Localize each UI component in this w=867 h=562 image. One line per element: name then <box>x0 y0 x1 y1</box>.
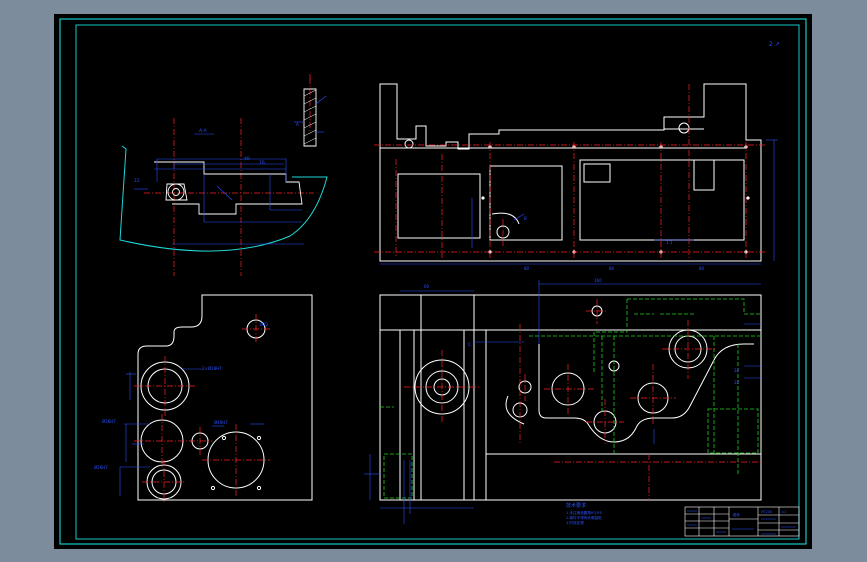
view-top-right-note: 1:1 <box>666 240 673 245</box>
svg-text:40: 40 <box>244 156 250 162</box>
view-top-left[interactable]: A-A 40 76 12 <box>119 74 328 276</box>
callout-2: Ø36H7 <box>102 419 116 424</box>
drawing-sheet[interactable]: 2 ↗ <box>54 14 812 549</box>
svg-text:24: 24 <box>734 368 740 373</box>
tech-req-line-1: 1.未注铸造圆角R3-R5 <box>566 510 602 515</box>
svg-text:160: 160 <box>594 278 602 283</box>
svg-text:76: 76 <box>259 160 265 166</box>
view-top-right-label: B <box>524 216 527 221</box>
view-top-right[interactable]: B 1:1 80 80 80 <box>374 83 778 271</box>
sheet-corner-label: 2 ↗ <box>769 41 780 48</box>
sheet-frame <box>59 18 807 545</box>
cut-label: A <box>296 122 299 127</box>
svg-text:80: 80 <box>699 266 705 271</box>
title-block-scale: 1:1 <box>781 510 786 514</box>
view-bottom-left[interactable]: 2×Ø28H7 Ø36H7 Ø26H7 Ø40H7 Ø22 <box>94 294 313 504</box>
callout-3: Ø26H7 <box>94 465 108 470</box>
callout-4: Ø40H7 <box>214 420 228 425</box>
tech-req-line-3: 3.时效处理 <box>566 520 584 525</box>
svg-text:80: 80 <box>524 266 530 271</box>
svg-text:12: 12 <box>134 178 140 184</box>
title-block[interactable]: 箱体 HT200 1:1 <box>684 506 800 537</box>
callout-5: Ø22 <box>260 322 269 327</box>
title-block-material: HT200 <box>761 510 772 514</box>
view-top-left-label: A-A <box>199 128 208 134</box>
technical-requirements: 技术要求 1.未注铸造圆角R3-R5 2.铸件不得有砂眼缺陷 3.时效处理 <box>566 502 602 525</box>
tech-req-title: 技术要求 <box>566 502 586 509</box>
callout-1: 2×Ø28H7 <box>202 366 222 371</box>
section-rib: A <box>294 74 327 147</box>
svg-text:60: 60 <box>424 284 430 289</box>
svg-text:80: 80 <box>609 266 615 271</box>
title-block-name: 箱体 <box>733 512 740 517</box>
tech-req-line-2: 2.铸件不得有砂眼缺陷 <box>566 515 602 520</box>
cad-drawing-canvas[interactable]: 2 ↗ <box>54 14 812 549</box>
view-bottom-right-label: C <box>468 342 471 347</box>
svg-text:32: 32 <box>734 380 740 385</box>
view-bottom-right[interactable]: C 60 160 24 32 技术要求 1.未注铸造圆角R3-R5 2.铸件不得有砂… <box>364 278 762 525</box>
